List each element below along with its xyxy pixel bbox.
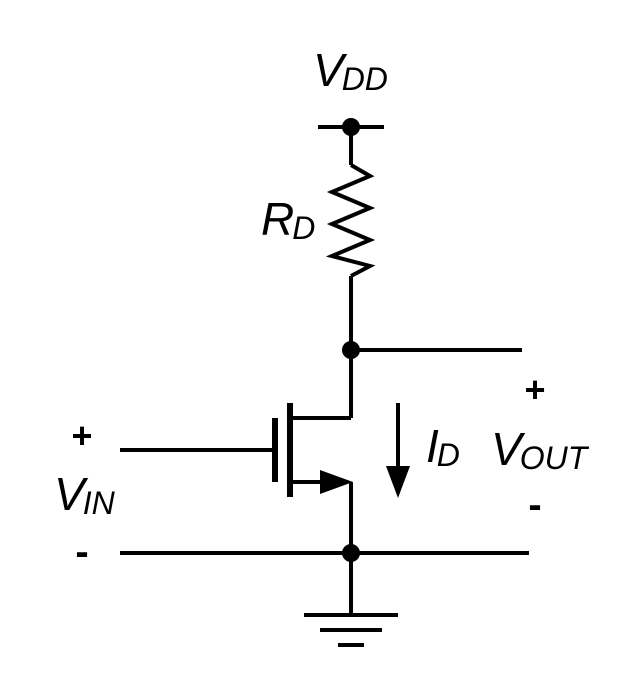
vdd-label: VDD (313, 44, 388, 97)
id-label: ID (426, 420, 460, 473)
id-label-sub: D (437, 437, 460, 473)
rd-label-main: R (261, 193, 294, 245)
vin-minus-sign: - (75, 530, 88, 574)
rd-label-sub: D (292, 210, 315, 246)
vout-plus-sign: + (524, 369, 545, 410)
vdd-label-main: V (313, 44, 348, 96)
vin-plus-sign: + (71, 415, 92, 456)
vout-label-main: V (491, 423, 526, 475)
nmos-source-arrow (320, 470, 353, 494)
rd-resistor (325, 163, 376, 278)
vout-label: VOUT (491, 423, 590, 476)
id-label-main: I (426, 420, 439, 472)
vdd-label-sub: DD (342, 61, 388, 97)
ground-icon (304, 613, 398, 647)
vin-label-sub: IN (83, 485, 116, 521)
vin-label-main: V (54, 468, 89, 520)
vout-label-sub: OUT (520, 440, 590, 476)
vout-minus-sign: - (528, 483, 541, 527)
id-arrow-head (386, 466, 410, 498)
rd-label: RD (261, 193, 315, 246)
vin-label: VIN (54, 468, 116, 521)
